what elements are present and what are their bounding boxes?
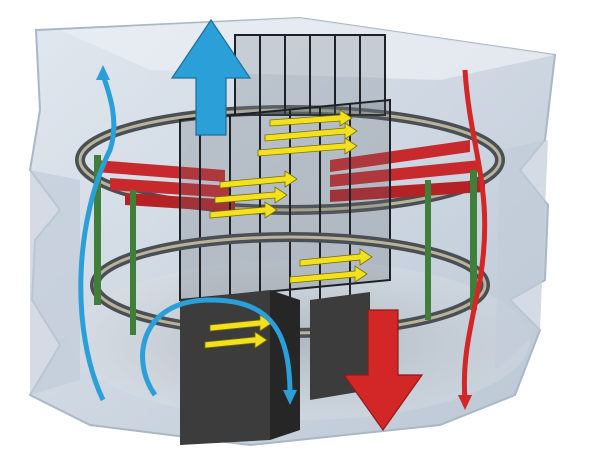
heat-plates-right: [330, 140, 485, 202]
cold-out-arrow: [170, 18, 252, 136]
cold-flow: [78, 18, 297, 405]
base-supports: [180, 290, 370, 445]
housing-right-wall: [495, 140, 548, 370]
heat-plate: [330, 160, 480, 187]
support-post: [94, 155, 101, 305]
support-post: [470, 170, 477, 310]
hot-stream-right: [461, 69, 488, 401]
heat-plate: [330, 180, 485, 202]
cold-stream-bottom-head: [283, 390, 297, 405]
cold-stream-left: [78, 74, 117, 402]
base-block-left: [180, 290, 270, 445]
cold-stream-bottom: [140, 297, 293, 397]
hot-stream-right-head: [458, 395, 472, 410]
heat-plate: [95, 160, 225, 182]
heat-plate: [330, 140, 470, 172]
support-posts: [94, 155, 477, 335]
hot-down-arrow: [342, 309, 424, 432]
support-post: [425, 180, 431, 320]
base-block-right: [310, 292, 370, 400]
hot-flow: [342, 69, 488, 432]
housing-left-wall: [30, 170, 80, 395]
cold-stream-left-head: [96, 65, 110, 80]
support-post: [130, 190, 136, 335]
warm-flow-arrows: [204, 109, 373, 349]
base-block-left-side: [270, 290, 300, 440]
